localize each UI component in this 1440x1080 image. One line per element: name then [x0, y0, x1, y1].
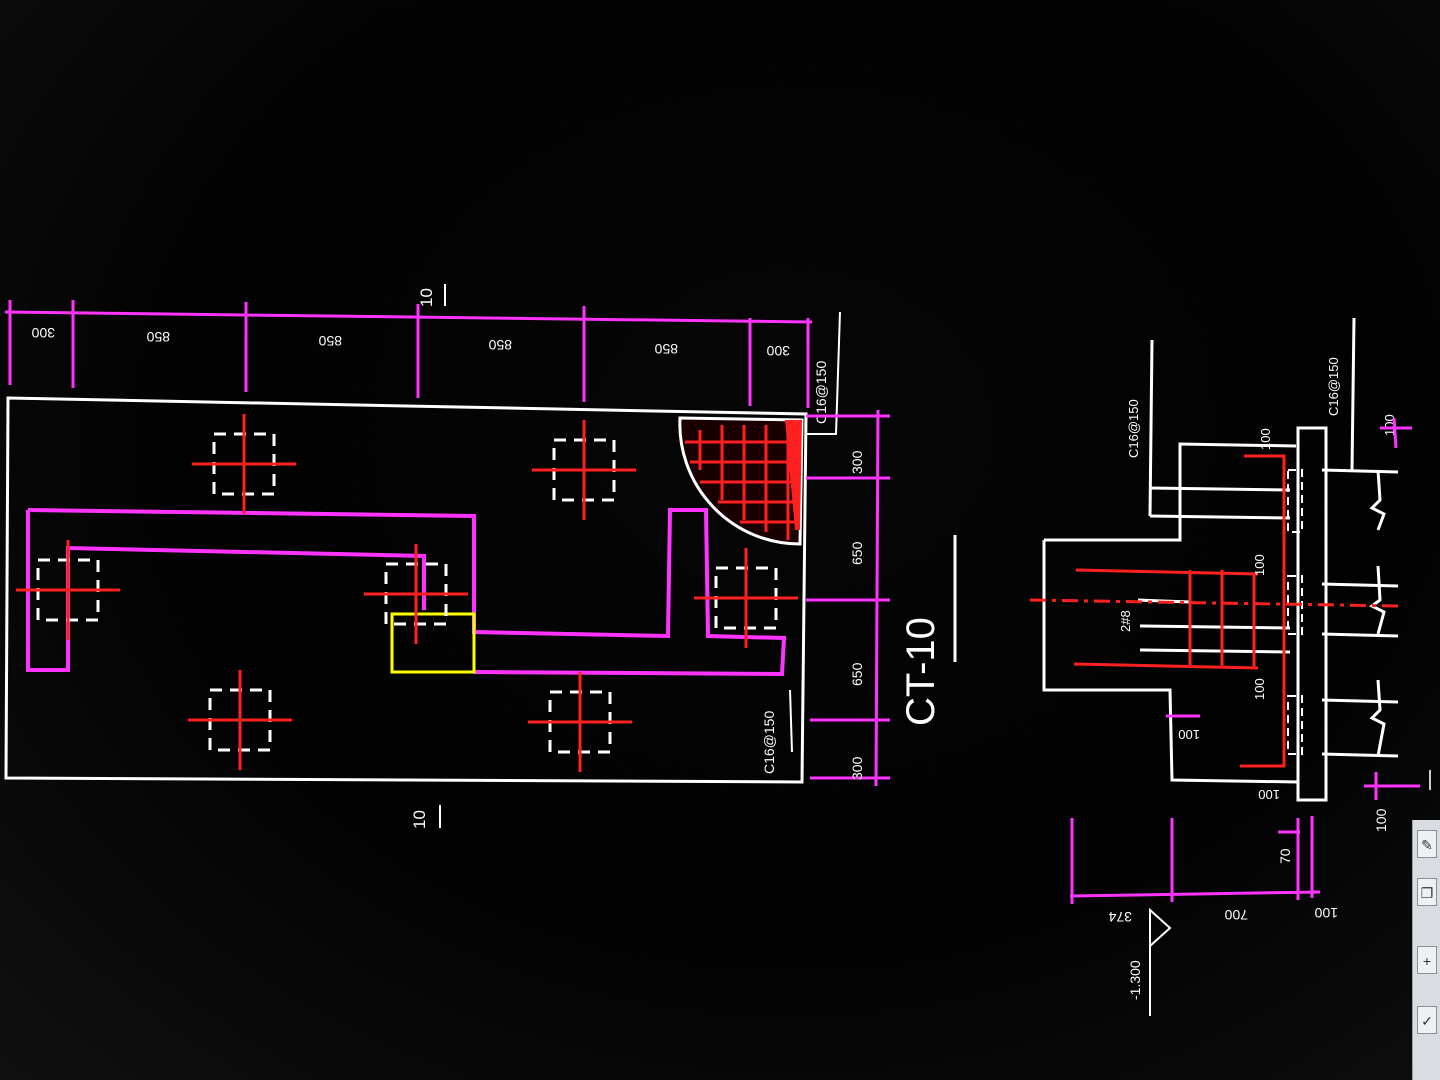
- pile-cap-outline: [4, 396, 808, 784]
- pile-symbol: [364, 544, 468, 644]
- column-outline: [26, 508, 787, 677]
- dim-text: 100: [1314, 905, 1338, 921]
- dim-text: 850: [488, 337, 512, 353]
- pile-cap-section: C16@150 C16@150 2#8 100 100 100 100 100 …: [1029, 317, 1420, 1016]
- dim-text: 100: [1258, 428, 1273, 450]
- pile-symbol: [16, 540, 120, 640]
- dim-text: 374: [1108, 909, 1132, 925]
- svg-text:10: 10: [417, 288, 436, 307]
- copy-icon[interactable]: ❐: [1417, 878, 1437, 906]
- section-dimension-chain: [1069, 417, 1420, 904]
- dim-text: 100: [1373, 808, 1389, 832]
- dim-text: 300: [31, 325, 55, 341]
- dim-text: 850: [654, 341, 678, 357]
- dim-text: 650: [849, 662, 865, 686]
- dim-text: 100: [1252, 678, 1267, 700]
- stirrup-label: 2#8: [1118, 610, 1133, 632]
- rebar-label: C16@150: [1126, 399, 1141, 458]
- rebar-leader-bottom: [789, 689, 793, 753]
- section-outline: [1042, 317, 1399, 802]
- rebar-leader-top: [806, 311, 841, 435]
- section-rebar: [1029, 454, 1401, 768]
- dim-text: 700: [1224, 907, 1248, 923]
- right-dimension-chain: [806, 409, 890, 787]
- dim-text: 100: [1178, 727, 1200, 742]
- svg-text:CT-10: CT-10: [899, 617, 943, 726]
- pencil-icon[interactable]: ✎: [1417, 830, 1437, 858]
- dim-text: 100: [1252, 554, 1267, 576]
- top-dimension-chain: [4, 300, 813, 408]
- selected-column-highlight[interactable]: [390, 612, 476, 674]
- dim-text: 850: [318, 333, 342, 349]
- dim-text: 300: [849, 450, 865, 474]
- dim-text: 300: [766, 343, 790, 359]
- rebar-label: C16@150: [761, 711, 777, 774]
- svg-text:-1.300: -1.300: [1127, 960, 1143, 1000]
- section-mark-bottom: 10: [410, 805, 441, 829]
- pile-symbol: [532, 420, 636, 520]
- section-pile-stubs: [1287, 469, 1303, 755]
- rebar-mesh-detail: [678, 416, 804, 546]
- pile-group: [16, 414, 798, 772]
- dim-text: 850: [146, 329, 170, 345]
- dim-text: 70: [1277, 848, 1293, 864]
- pile-symbol: [192, 414, 296, 514]
- plus-icon[interactable]: +: [1417, 946, 1437, 974]
- rebar-label: C16@150: [813, 361, 829, 424]
- dim-text: 300: [849, 756, 865, 780]
- dim-text: 100: [1258, 787, 1280, 802]
- pile-symbol: [188, 670, 292, 770]
- side-toolbar: ✎ ❐ + ✓: [1412, 820, 1440, 1080]
- check-icon[interactable]: ✓: [1417, 1006, 1437, 1034]
- pile-symbol: [528, 672, 632, 772]
- section-mark-top: 10: [417, 284, 446, 307]
- rebar-label: C16@150: [1326, 357, 1341, 416]
- dim-text: 650: [849, 541, 865, 565]
- pile-symbol: [694, 548, 798, 648]
- drawing-title: CT-10: [899, 535, 957, 726]
- elevation-marker: -1.300: [1127, 907, 1172, 1016]
- pile-cap-plan: 300 850 850 850 850 300 10 10 C16@150 C1…: [4, 284, 957, 829]
- svg-text:10: 10: [410, 810, 429, 829]
